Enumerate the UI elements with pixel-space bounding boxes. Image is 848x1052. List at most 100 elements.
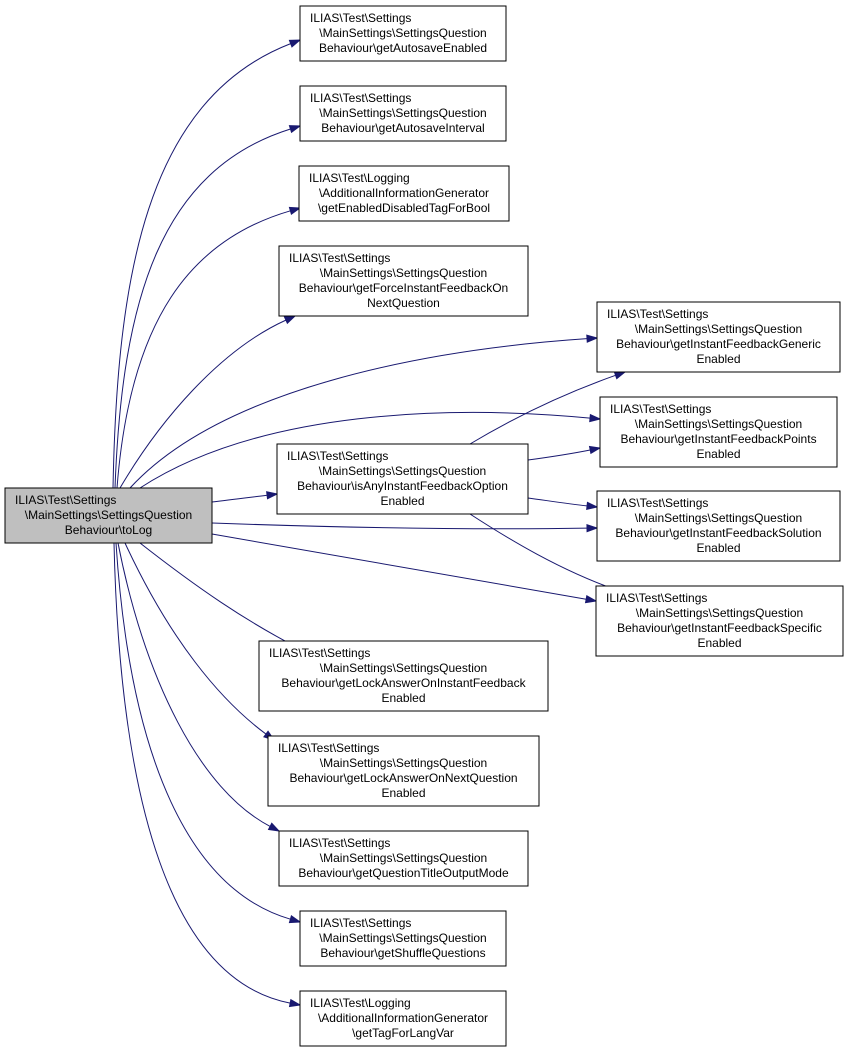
arrowhead-icon — [288, 998, 302, 1008]
node-box — [267, 735, 540, 807]
node-label-line: Enabled — [381, 691, 425, 705]
node-label-line: Behaviour\toLog — [65, 523, 152, 537]
edge-root-n5 — [129, 334, 599, 489]
node-n5[interactable]: ILIAS\Test\Settings\MainSettings\Setting… — [596, 301, 841, 373]
node-label-line: \MainSettings\SettingsQuestion — [320, 756, 487, 770]
node-n7[interactable]: ILIAS\Test\Settings\MainSettings\Setting… — [276, 443, 529, 515]
node-label-line: Behaviour\isAnyInstantFeedbackOption — [297, 479, 508, 493]
node-label-line: ILIAS\Test\Logging — [310, 996, 411, 1010]
edge-root-n6 — [139, 412, 602, 489]
edge-line — [211, 522, 588, 530]
node-label-line: ILIAS\Test\Settings — [310, 91, 411, 105]
nodes-layer: ILIAS\Test\Settings\MainSettings\Setting… — [4, 5, 844, 1047]
edge-line — [117, 542, 271, 827]
node-label-line: Behaviour\getShuffleQuestions — [320, 946, 485, 960]
node-n4[interactable]: ILIAS\Test\Settings\MainSettings\Setting… — [278, 245, 529, 317]
edge-line — [527, 497, 588, 507]
arrowhead-icon — [288, 125, 302, 134]
node-label-line: \MainSettings\SettingsQuestion — [25, 508, 192, 522]
node-n3[interactable]: ILIAS\Test\Logging\AdditionalInformation… — [298, 165, 510, 222]
node-label-line: ILIAS\Test\Settings — [289, 251, 390, 265]
edge-root-n10 — [139, 542, 304, 651]
node-label-line: ILIAS\Test\Settings — [310, 11, 411, 25]
arrowhead-icon — [613, 371, 627, 380]
node-label-line: \MainSettings\SettingsQuestion — [635, 511, 802, 525]
node-label-line: NextQuestion — [367, 296, 440, 310]
arrowhead-icon — [586, 334, 599, 343]
node-box — [595, 585, 844, 657]
node-label-line: ILIAS\Test\Settings — [289, 836, 390, 850]
node-label-line: Enabled — [380, 494, 424, 508]
node-box — [278, 245, 529, 317]
node-label-line: Behaviour\getForceInstantFeedbackOn — [299, 281, 508, 295]
node-label-line: \MainSettings\SettingsQuestion — [319, 931, 486, 945]
node-n1[interactable]: ILIAS\Test\Settings\MainSettings\Setting… — [299, 5, 507, 62]
node-label-line: Enabled — [697, 636, 741, 650]
node-box — [299, 5, 507, 62]
node-n14[interactable]: ILIAS\Test\Logging\AdditionalInformation… — [299, 990, 507, 1047]
edge-line — [139, 412, 591, 489]
node-n6[interactable]: ILIAS\Test\Settings\MainSettings\Setting… — [599, 396, 838, 468]
arrowhead-icon — [589, 413, 602, 423]
node-label-line: ILIAS\Test\Settings — [287, 449, 388, 463]
node-label-line: Enabled — [696, 541, 740, 555]
node-label-line: \getTagForLangVar — [352, 1026, 454, 1040]
node-label-line: Behaviour\getLockAnswerOnNextQuestion — [289, 771, 517, 785]
edge-line — [129, 338, 588, 489]
edge-root-n2 — [114, 125, 302, 489]
node-label-line: ILIAS\Test\Settings — [278, 741, 379, 755]
node-box — [299, 990, 507, 1047]
arrowhead-icon — [266, 491, 279, 500]
node-box — [258, 640, 549, 712]
node-label-line: ILIAS\Test\Settings — [610, 402, 711, 416]
edge-root-n9 — [211, 533, 598, 604]
node-n11[interactable]: ILIAS\Test\Settings\MainSettings\Setting… — [267, 735, 540, 807]
node-label-line: \MainSettings\SettingsQuestion — [320, 266, 487, 280]
node-box — [299, 910, 507, 967]
edge-root-n1 — [112, 39, 302, 489]
edge-line — [114, 128, 291, 489]
node-n10[interactable]: ILIAS\Test\Settings\MainSettings\Setting… — [258, 640, 549, 712]
node-label-line: ILIAS\Test\Settings — [606, 591, 707, 605]
node-n8[interactable]: ILIAS\Test\Settings\MainSettings\Setting… — [596, 490, 841, 562]
node-label-line: \AdditionalInformationGenerator — [318, 1011, 488, 1025]
node-label-line: \MainSettings\SettingsQuestion — [636, 606, 803, 620]
edge-root-n4 — [119, 315, 297, 489]
node-box — [299, 85, 507, 142]
edge-root-n7 — [211, 491, 279, 503]
node-n2[interactable]: ILIAS\Test\Settings\MainSettings\Setting… — [299, 85, 507, 142]
arrowhead-icon — [267, 822, 281, 832]
edge-line — [469, 374, 616, 445]
node-label-line: ILIAS\Test\Logging — [309, 171, 410, 185]
node-label-line: Behaviour\getQuestionTitleOutputMode — [298, 866, 509, 880]
node-n12[interactable]: ILIAS\Test\Settings\MainSettings\Setting… — [278, 830, 529, 887]
node-box — [596, 490, 841, 562]
edge-line — [119, 319, 287, 489]
node-label-line: ILIAS\Test\Settings — [15, 493, 116, 507]
arrowhead-icon — [288, 915, 302, 924]
node-n13[interactable]: ILIAS\Test\Settings\MainSettings\Setting… — [299, 910, 507, 967]
node-n9[interactable]: ILIAS\Test\Settings\MainSettings\Setting… — [595, 585, 844, 657]
arrowhead-icon — [588, 445, 602, 455]
node-label-line: \MainSettings\SettingsQuestion — [319, 106, 486, 120]
node-label-line: ILIAS\Test\Settings — [269, 646, 370, 660]
node-label-line: Enabled — [381, 786, 425, 800]
node-label-line: \MainSettings\SettingsQuestion — [320, 661, 487, 675]
edge-root-n3 — [116, 206, 302, 489]
node-label-line: ILIAS\Test\Settings — [607, 307, 708, 321]
node-label-line: Behaviour\getInstantFeedbackGeneric — [616, 337, 821, 351]
arrowhead-icon — [283, 315, 297, 325]
edge-root-n14 — [113, 542, 302, 1008]
node-label-line: \getEnabledDisabledTagForBool — [318, 201, 490, 215]
node-label-line: Behaviour\getInstantFeedbackSolution — [615, 526, 821, 540]
root-node-tolog[interactable]: ILIAS\Test\Settings\MainSettings\Setting… — [4, 487, 213, 544]
node-box — [599, 396, 838, 468]
edge-line — [211, 494, 268, 503]
node-label-line: \MainSettings\SettingsQuestion — [635, 322, 802, 336]
edge-root-n8 — [211, 522, 599, 533]
edge-line — [124, 542, 267, 735]
edge-line — [116, 210, 291, 489]
arrowhead-icon — [288, 206, 302, 215]
edge-line — [211, 533, 587, 600]
